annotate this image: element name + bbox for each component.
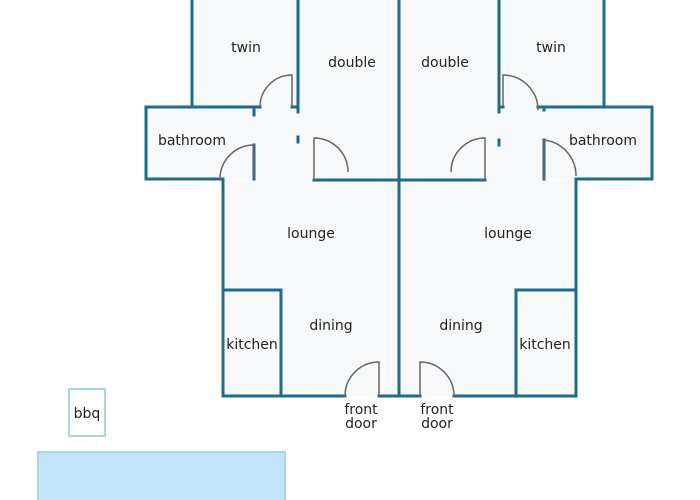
bbq-box [68,388,106,437]
front-door-right-line2: door [421,416,453,432]
room-lounge-right: lounge [484,226,532,242]
walls [144,0,654,398]
front-door-left-line2: door [345,416,377,432]
room-kitchen-left: kitchen [226,337,278,353]
room-twin-left: twin [231,40,261,56]
room-bathroom-right: bathroom [569,133,637,149]
room-twin-right: twin [536,40,566,56]
room-dining-left: dining [309,318,352,334]
front-door-right-line1: front [420,402,454,418]
room-double-right: double [421,55,469,71]
room-lounge-left: lounge [287,226,335,242]
bbq-label: bbq [74,406,101,422]
door-swings [219,74,577,397]
front-door-left-line1: front [344,402,378,418]
room-double-left: double [328,55,376,71]
room-kitchen-right: kitchen [519,337,571,353]
room-dining-right: dining [439,318,482,334]
room-bathroom-left: bathroom [158,133,226,149]
pool [37,451,286,500]
